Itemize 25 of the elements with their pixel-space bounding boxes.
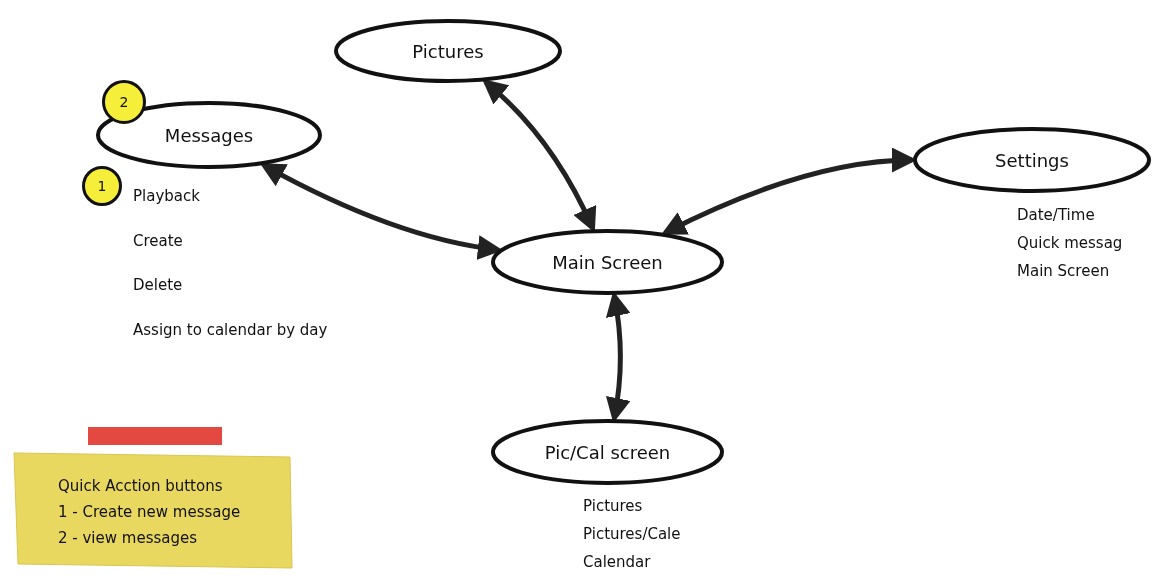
list-item: Create [133, 231, 183, 250]
list-item: Playback [133, 187, 200, 205]
note-text: Quick Acction buttons [58, 476, 223, 497]
callout-number: 2 [102, 80, 146, 124]
note-text: 1 - Create new message [58, 502, 241, 523]
node-title: Pic/Cal screen [544, 441, 671, 463]
ellipse-node [490, 418, 725, 486]
list-item: Main Screen [1017, 262, 1110, 280]
node-title: Pictures [412, 40, 484, 62]
node-title: Settings [995, 149, 1069, 171]
list-item: Assign to calendar by day [133, 320, 328, 339]
list-item: Delete [133, 276, 183, 294]
callout-number: 1 [82, 166, 122, 206]
node-title: Messages [164, 124, 254, 146]
list-item: Date/Time [1017, 206, 1095, 224]
list-item: Quick messag [1017, 234, 1123, 252]
list-item: Pictures/Cale [583, 525, 681, 543]
ellipse-node [912, 126, 1152, 194]
ellipse-node [333, 18, 563, 84]
list-item: Calendar [583, 553, 651, 571]
note-text: 2 - view messages [58, 528, 198, 549]
ellipse-node [490, 228, 725, 296]
node-title: Main Screen [552, 251, 663, 273]
arrow [259, 163, 503, 260]
list-item: Pictures [583, 497, 643, 515]
